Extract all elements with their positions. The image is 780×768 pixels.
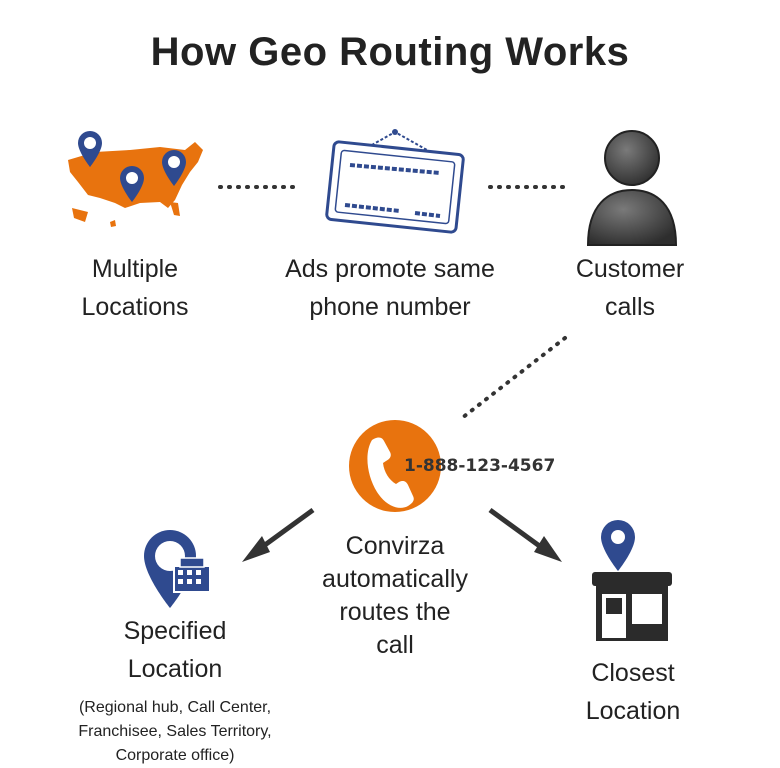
note-line: Franchisee, Sales Territory, <box>78 723 272 740</box>
label-line: Multiple <box>91 255 179 283</box>
label-line: Specified <box>123 617 227 645</box>
step-customer-calls: Customer calls <box>545 250 715 326</box>
step-ads: Ads promote same phone number <box>255 250 525 326</box>
label-line: Customer <box>575 255 685 283</box>
phone-number: 1-888-123-4567 <box>404 456 556 476</box>
label-line: Locations <box>81 293 189 321</box>
label-line: Closest <box>591 659 675 687</box>
label-line: Ads promote same <box>285 255 495 283</box>
step-specified-location: Specified Location <box>75 612 275 688</box>
note-line: Corporate office) <box>115 747 235 764</box>
specified-location-note: (Regional hub, Call Center, Franchisee, … <box>40 696 310 768</box>
arrow-to-specified <box>242 507 315 562</box>
phone-icon <box>349 420 441 512</box>
building-pin-icon <box>144 530 211 608</box>
step-convirza: Convirza automatically routes the call <box>300 530 490 662</box>
label-line: automatically <box>322 565 468 593</box>
arrow-to-closest <box>488 507 562 562</box>
label-line: routes the <box>339 598 451 626</box>
step-closest-location: Closest Location <box>543 654 723 730</box>
step-multiple-locations: Multiple Locations <box>40 250 230 326</box>
location-pin-icon <box>120 166 144 202</box>
page-title: How Geo Routing Works <box>150 30 630 74</box>
storefront-icon <box>592 520 672 641</box>
label-line: call <box>376 631 414 659</box>
note-line: (Regional hub, Call Center, <box>78 699 272 716</box>
label-line: Location <box>585 697 681 725</box>
location-pin-icon <box>78 131 102 167</box>
label-line: calls <box>604 293 655 321</box>
label-line: phone number <box>309 293 471 321</box>
dotted-connector <box>460 336 567 420</box>
label-line: Convirza <box>345 532 445 560</box>
person-icon <box>586 130 678 246</box>
label-line: Location <box>127 655 223 683</box>
sign-board-icon <box>325 129 465 234</box>
location-pin-icon <box>162 150 186 186</box>
